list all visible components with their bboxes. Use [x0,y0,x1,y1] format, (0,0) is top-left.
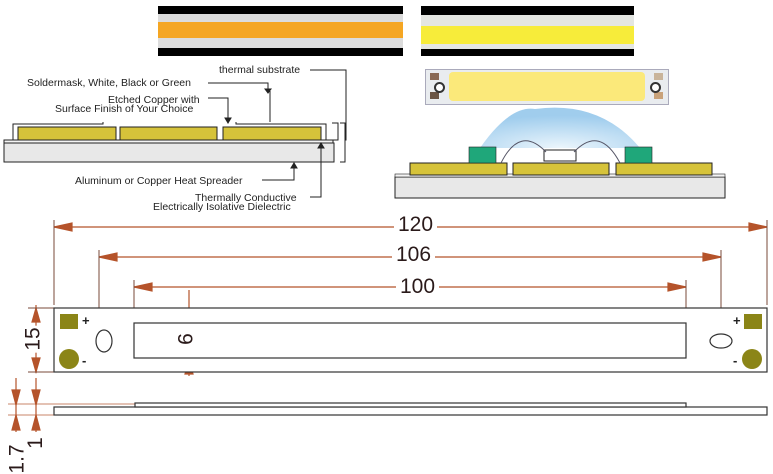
warm-led-strip-photo [158,6,403,56]
right-minus-sign: - [733,353,738,368]
dim-led-area-width: 9 [172,331,196,347]
warm-led-band [158,22,403,38]
label-dielectric-line2: Electrically Isolative Dielectric [153,201,291,213]
dim-board-thickness: 1 [23,437,47,449]
label-soldermask: Soldermask, White, Black or Green [27,77,191,89]
dim-board-width: 15 [21,325,45,353]
dim-hole-spacing: 106 [392,244,436,266]
label-dielectric-line1: Thermally Conductive [195,192,297,204]
cool-led-strip-photo [421,6,634,56]
board-side-view [53,402,768,416]
label-copper-line2: Surface Finish of Your Choice [55,103,194,115]
right-plus-sign: + [733,313,741,328]
cool-led-band [421,26,634,44]
cob-module-photo [425,69,669,105]
left-plus-sign: + [82,313,90,328]
label-heat-spreader: Aluminum or Copper Heat Spreader [75,175,243,187]
label-copper-line1: Etched Copper with [108,94,200,106]
led-cross-section [394,107,726,199]
pcb-cross-section [3,69,347,198]
dim-overall-length: 120 [394,214,438,236]
dim-led-area-length: 100 [396,276,440,298]
cob-led-area [449,72,645,101]
left-minus-sign: - [82,353,87,368]
label-thermal-substrate: thermal substrate [219,64,301,76]
board-top-view [53,307,768,373]
